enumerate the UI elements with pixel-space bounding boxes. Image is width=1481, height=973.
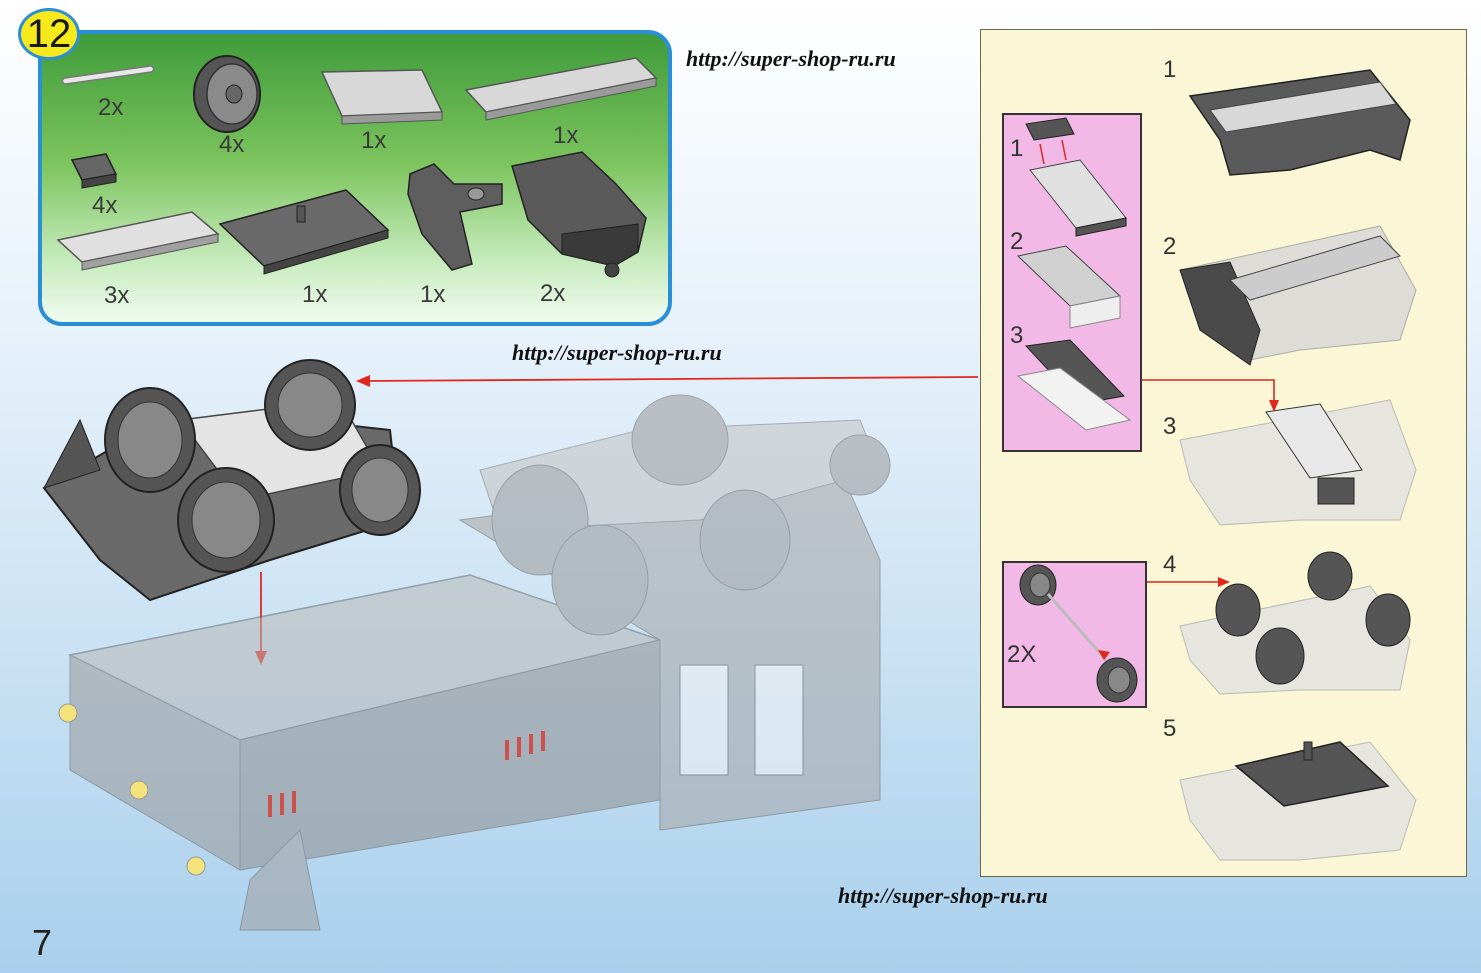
inset-step-2-graphic bbox=[1016, 245, 1122, 329]
part-qty-plate-4x6: 1x bbox=[361, 127, 387, 154]
sub-step-2-graphic bbox=[1179, 225, 1417, 366]
plate-2x6-part bbox=[56, 211, 220, 271]
inset-step-number-2: 2 bbox=[1010, 228, 1024, 255]
part-qty-side-frame: 2x bbox=[540, 280, 566, 307]
bogie-assembly-highlight bbox=[42, 359, 421, 602]
sub-step-1-graphic bbox=[1188, 69, 1411, 176]
step-number-badge: 12 bbox=[18, 8, 80, 60]
sub-step-4-graphic bbox=[1179, 551, 1411, 695]
sub-step-number-3: 3 bbox=[1163, 413, 1177, 440]
part-qty-plate-2x8: 1x bbox=[553, 122, 579, 149]
watermark-url-top: http://super-shop-ru.ru bbox=[686, 46, 896, 71]
locomotive-decals bbox=[268, 731, 545, 817]
sub-arrow-to-step-4 bbox=[1147, 577, 1230, 587]
plate-2x8-part bbox=[464, 57, 658, 121]
bogie-side-frame-part bbox=[511, 151, 647, 278]
watermark-url-middle: http://super-shop-ru.ru bbox=[512, 340, 722, 365]
flat-tile-part bbox=[218, 189, 390, 275]
sub-step-5-graphic bbox=[1179, 741, 1417, 861]
part-qty-plate-2x6: 3x bbox=[104, 282, 130, 309]
part-qty-wheel: 4x bbox=[219, 131, 245, 158]
sub-arrow-to-step-3 bbox=[1142, 379, 1279, 412]
headlamps bbox=[58, 703, 206, 876]
inset-wheelset-graphic bbox=[1019, 564, 1138, 703]
inset-step-number-1: 1 bbox=[1010, 135, 1024, 162]
sub-step-number-4: 4 bbox=[1163, 551, 1177, 578]
assembly-arrow-horizontal bbox=[356, 375, 979, 387]
sub-step-number-5: 5 bbox=[1163, 715, 1177, 742]
inset-step-1-graphic bbox=[1025, 117, 1127, 237]
part-qty-bracket: 1x bbox=[420, 281, 446, 308]
part-qty-plate-1x2: 4x bbox=[92, 192, 118, 219]
part-qty-flat-tile: 1x bbox=[302, 281, 328, 308]
wheel-part bbox=[193, 55, 261, 133]
page-number: 7 bbox=[32, 922, 53, 963]
axle-rod-part bbox=[61, 65, 155, 85]
plate-4x6-part bbox=[320, 69, 444, 125]
plate-1x2-part bbox=[70, 153, 118, 189]
sub-step-number-2: 2 bbox=[1163, 233, 1177, 260]
part-qty-axle: 2x bbox=[98, 94, 124, 121]
sub-step-3-graphic bbox=[1179, 399, 1417, 526]
parts-illustrations bbox=[56, 55, 658, 278]
sub-step-number-1: 1 bbox=[1163, 56, 1177, 83]
inset-step-number-3: 3 bbox=[1010, 322, 1024, 349]
bracket-coupler-part bbox=[407, 163, 503, 271]
inset-step-3-graphic bbox=[1016, 339, 1132, 431]
inset-wheelset-qty: 2X bbox=[1007, 641, 1037, 668]
locomotive-body-ghost bbox=[67, 394, 891, 931]
watermark-url-bottom: http://super-shop-ru.ru bbox=[838, 883, 1048, 908]
parts-list-panel: 2x 4x 1x 1x 4x 3x 1x 1x 2x bbox=[38, 30, 672, 326]
